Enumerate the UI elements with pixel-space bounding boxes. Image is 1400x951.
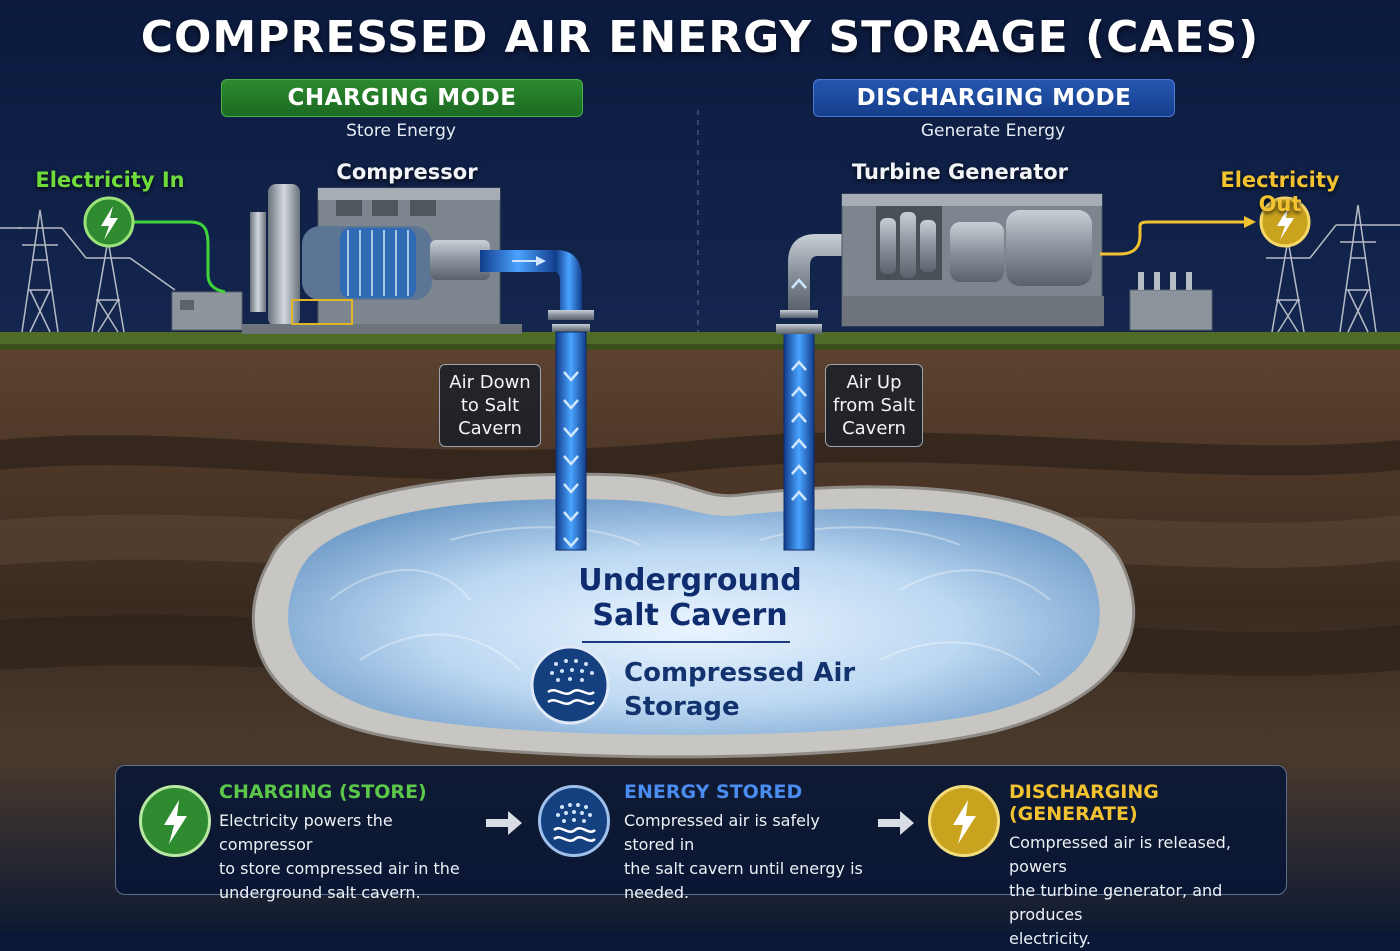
arrow-right-icon xyxy=(876,806,916,840)
charging-subtitle: Store Energy xyxy=(346,121,456,141)
turbine-generator-label: Turbine Generator xyxy=(851,160,1069,184)
air-up-label: Air Up from Salt Cavern xyxy=(825,364,923,447)
compressed-air-storage-label: Compressed Air Storage xyxy=(624,656,864,724)
air-up-line: Cavern xyxy=(842,418,906,439)
air-down-label: Air Down to Salt Cavern xyxy=(439,364,541,447)
electricity-out-icon xyxy=(1259,196,1311,248)
air-down-line: Cavern xyxy=(458,418,522,439)
air-storage-icon xyxy=(538,785,610,857)
electricity-in-icon xyxy=(83,196,135,248)
step-text-line: Compressed air is safely stored in xyxy=(624,811,820,854)
step-heading: CHARGING (STORE) xyxy=(219,781,427,803)
step-energy-stored: ENERGY STORED Compressed air is safely s… xyxy=(624,781,874,905)
electricity-out-label: Electricity Out xyxy=(1220,168,1340,216)
cavern-title-line: Underground xyxy=(578,563,802,598)
step-heading: ENERGY STORED xyxy=(624,781,803,803)
air-up-line: from Salt xyxy=(832,395,916,416)
step-text-line: Electricity powers the compressor xyxy=(219,811,393,854)
step-text-line: to store compressed air in the xyxy=(219,859,460,878)
arrow-right-icon xyxy=(484,806,524,840)
step-text-line: underground salt cavern. xyxy=(219,883,421,902)
step-text-line: the salt cavern until energy is xyxy=(624,859,863,878)
air-down-line: to Salt xyxy=(460,395,520,416)
step-text: Compressed air is safely stored in the s… xyxy=(624,809,874,905)
compressor-label: Compressor xyxy=(336,160,478,184)
process-summary-panel xyxy=(115,765,1287,895)
lightning-icon xyxy=(139,785,211,857)
air-down-line: Air Down xyxy=(449,372,531,393)
cavern-title-line: Salt Cavern xyxy=(592,598,788,633)
electricity-in-label: Electricity In xyxy=(35,168,185,192)
page-title: COMPRESSED AIR ENERGY STORAGE (CAES) xyxy=(140,12,1260,63)
air-storage-icon xyxy=(530,645,610,725)
step-heading: DISCHARGING (GENERATE) xyxy=(1009,781,1159,825)
step-text-line: electricity. xyxy=(1009,929,1092,948)
step-charging: CHARGING (STORE) Electricity powers the … xyxy=(219,781,484,905)
cavern-title: Underground Salt Cavern xyxy=(560,563,820,633)
charging-mode-badge: CHARGING MODE xyxy=(221,79,583,117)
step-text: Electricity powers the compressor to sto… xyxy=(219,809,484,905)
air-up-line: Air Up xyxy=(846,372,902,393)
lightning-icon xyxy=(928,785,1000,857)
discharging-subtitle: Generate Energy xyxy=(920,121,1066,141)
step-text-line: Compressed air is released, powers xyxy=(1009,833,1231,876)
step-text-line: needed. xyxy=(624,883,690,902)
storage-line: Compressed Air xyxy=(624,658,856,688)
step-discharging: DISCHARGING (GENERATE) Compressed air is… xyxy=(1009,781,1279,951)
discharging-mode-badge: DISCHARGING MODE xyxy=(813,79,1175,117)
step-text: Compressed air is released, powers the t… xyxy=(1009,831,1279,951)
storage-line: Storage xyxy=(624,692,740,722)
step-text-line: the turbine generator, and produces xyxy=(1009,881,1223,924)
